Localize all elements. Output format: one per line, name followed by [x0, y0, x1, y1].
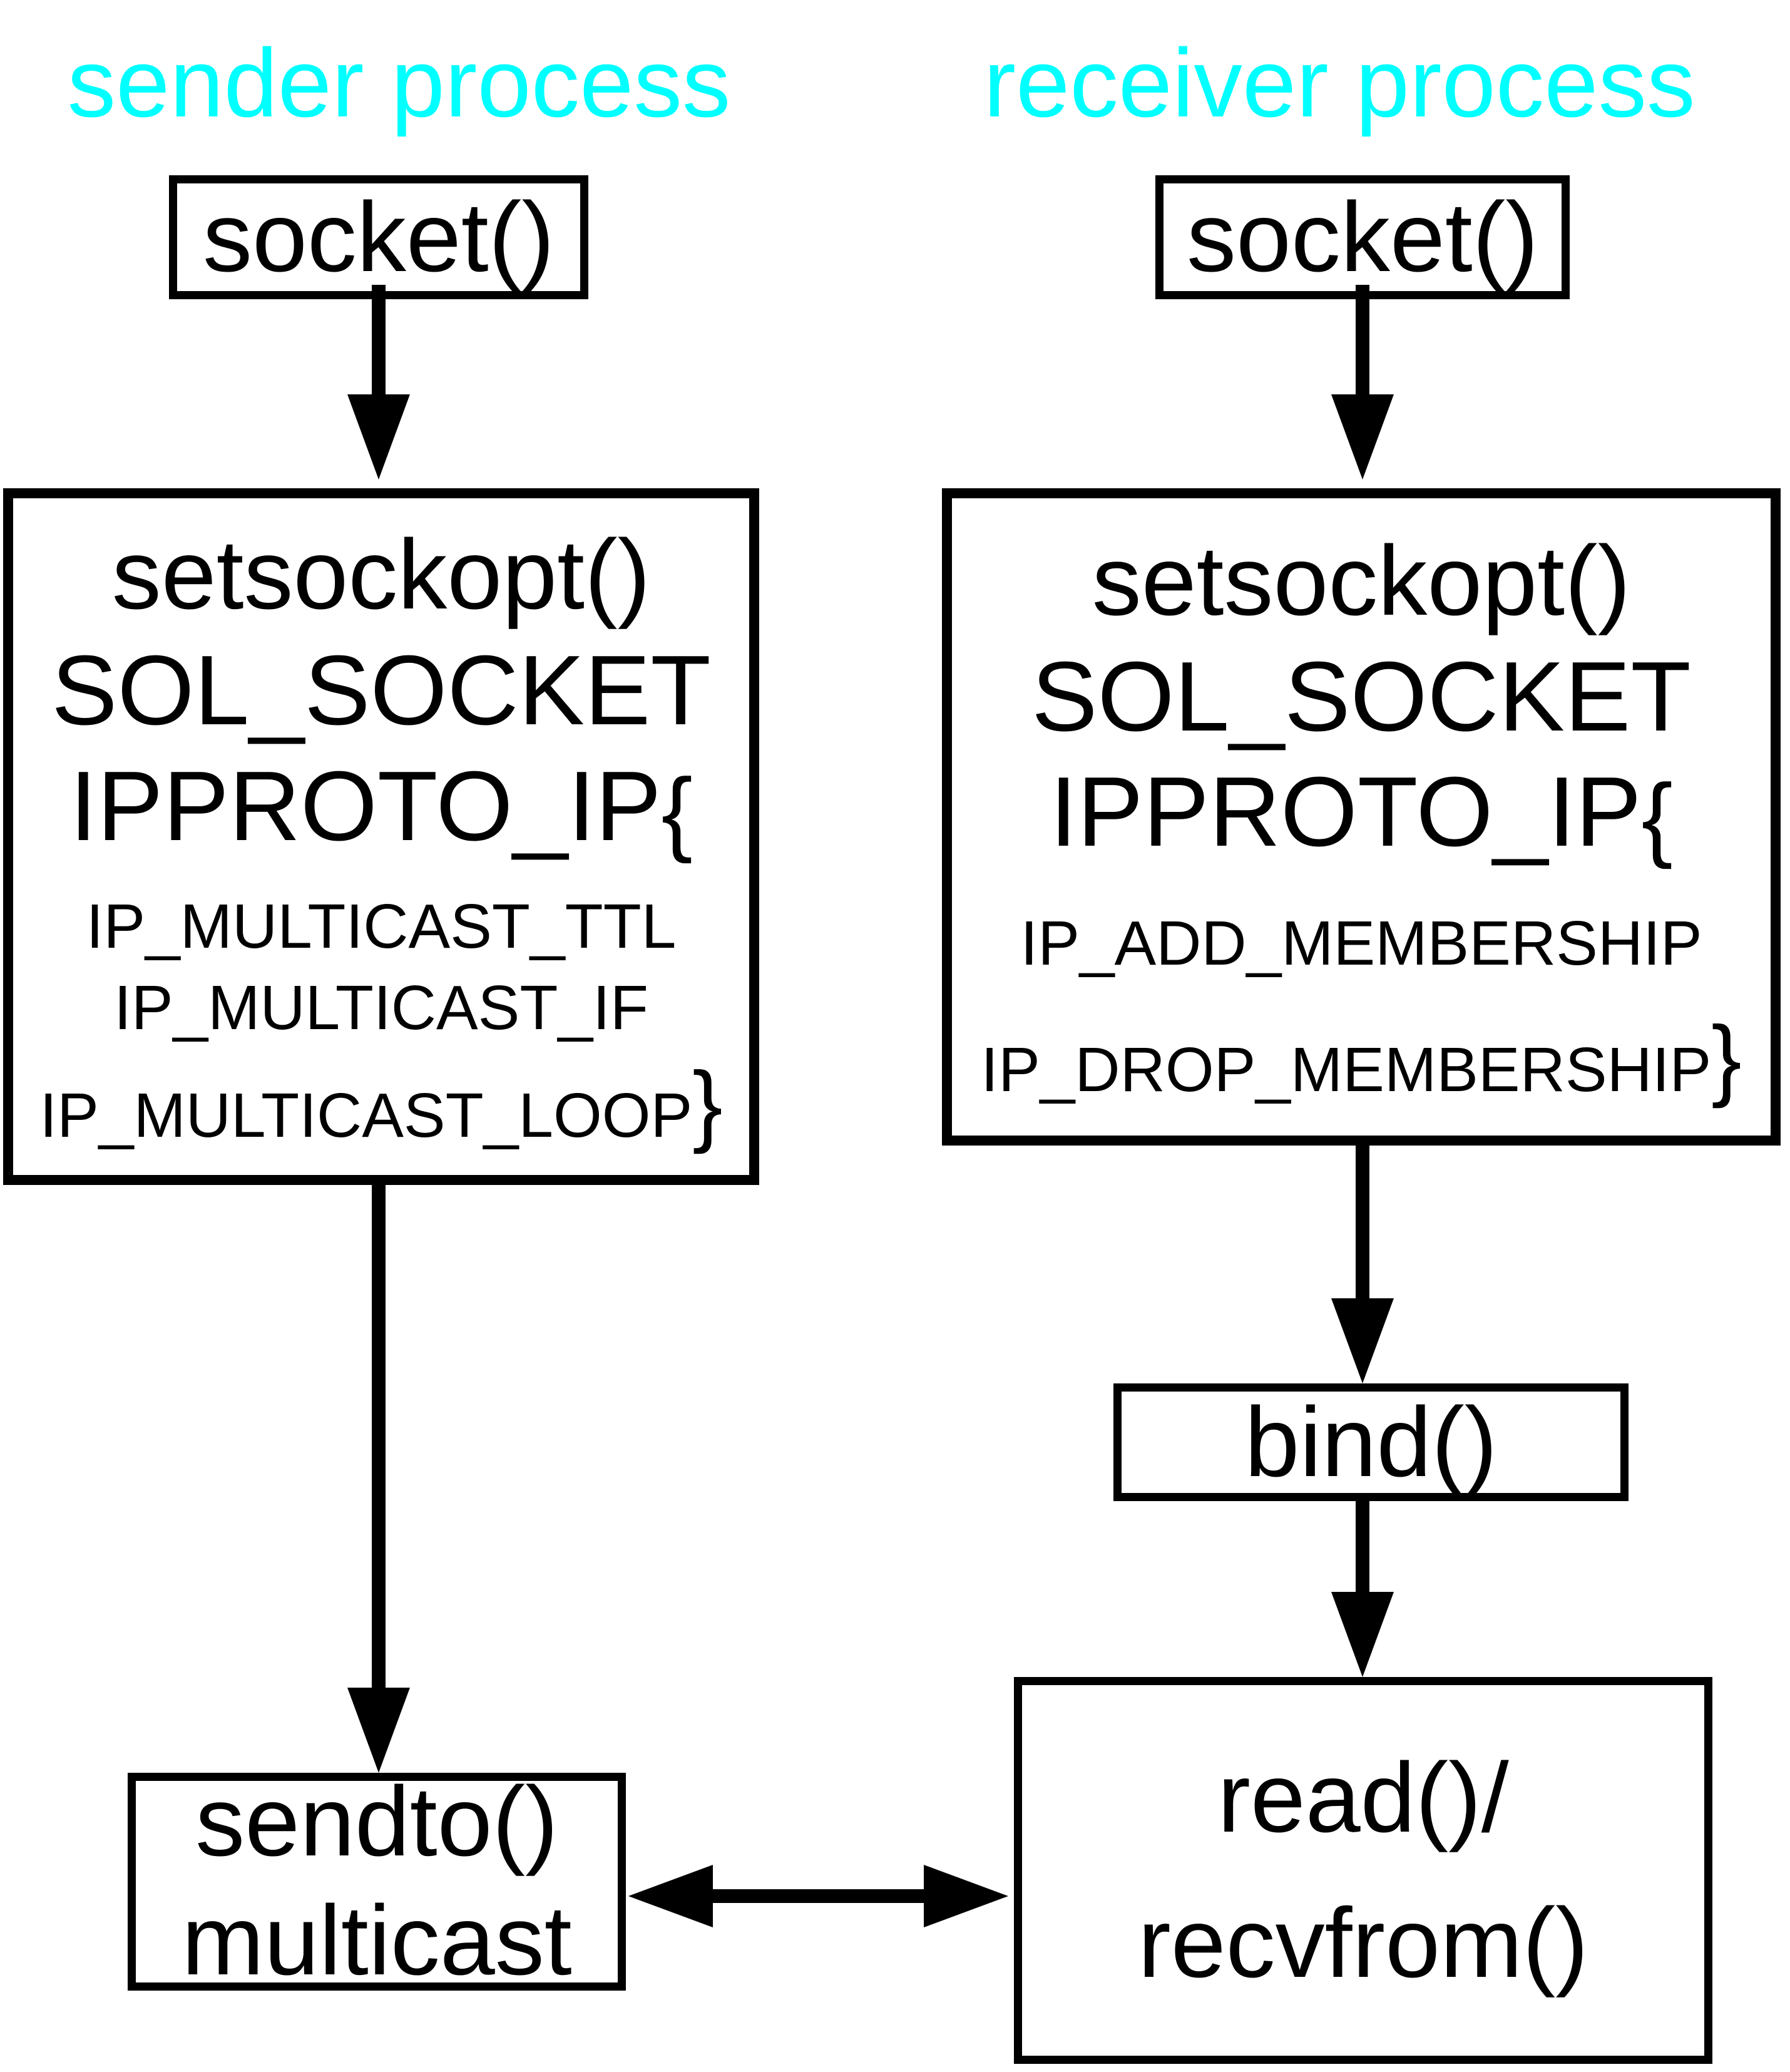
sender-setsockopt-proto: IPPROTO_IP{ [69, 751, 693, 864]
sender-socket-label: socket() [203, 182, 555, 292]
arrow-receiver-socket-to-setsockopt [1331, 285, 1394, 480]
sender-setsockopt-level: SOL_SOCKET [51, 635, 711, 746]
open-brace: { [661, 758, 693, 864]
sender-socket-box: socket() [169, 175, 588, 299]
close-brace: } [692, 1052, 723, 1154]
read-label: read()/ [1217, 1742, 1509, 1853]
receiver-setsockopt-call: setsockopt() [1092, 525, 1631, 636]
recvfrom-label: recvfrom() [1138, 1888, 1588, 1998]
receiver-setsockopt-level: SOL_SOCKET [1031, 641, 1691, 752]
receiver-option-add-membership: IP_ADD_MEMBERSHIP [1020, 908, 1702, 979]
sender-option-multicast-ttl: IP_MULTICAST_TTL [86, 891, 677, 962]
arrow-receiver-setsockopt-to-bind [1331, 1138, 1394, 1383]
arrow-bind-to-read [1331, 1495, 1394, 1677]
sender-option-multicast-if: IP_MULTICAST_IF [114, 972, 648, 1043]
receiver-socket-box: socket() [1155, 175, 1570, 299]
receiver-socket-label: socket() [1187, 182, 1538, 292]
arrow-sender-socket-to-setsockopt [347, 285, 410, 480]
receiver-option-drop-membership: IP_DROP_MEMBERSHIP} [981, 1007, 1742, 1109]
arrow-sendto-read-bidirectional [628, 1865, 1008, 1927]
sender-sendto-box: sendto() multicast [128, 1767, 626, 1996]
receiver-read-box: read()/ recvfrom() [1014, 1677, 1712, 2064]
receiver-bind-box: bind() [1113, 1383, 1629, 1501]
receiver-setsockopt-proto: IPPROTO_IP{ [1050, 757, 1673, 870]
sender-setsockopt-box: setsockopt() SOL_SOCKET IPPROTO_IP{ IP_M… [3, 488, 759, 1185]
receiver-setsockopt-box: setsockopt() SOL_SOCKET IPPROTO_IP{ IP_A… [942, 488, 1781, 1146]
sender-process-label: sender process [67, 29, 731, 137]
close-brace: } [1711, 1007, 1742, 1109]
sendto-label: sendto() [195, 1767, 558, 1877]
sender-setsockopt-call: setsockopt() [111, 520, 651, 630]
bind-label: bind() [1244, 1387, 1498, 1497]
multicast-label: multicast [182, 1885, 572, 1996]
arrow-sender-setsockopt-to-sendto [347, 1177, 410, 1773]
open-brace: { [1641, 764, 1673, 870]
sender-option-multicast-loop: IP_MULTICAST_LOOP} [39, 1052, 723, 1154]
receiver-process-label: receiver process [983, 29, 1695, 137]
